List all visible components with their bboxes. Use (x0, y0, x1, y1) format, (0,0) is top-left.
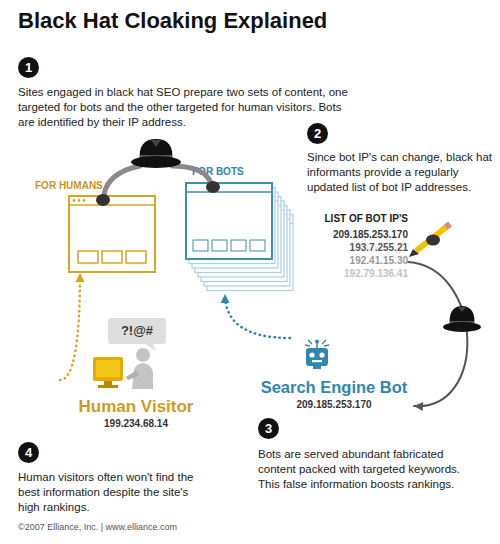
callout-number: 1 (18, 57, 39, 78)
signal-spark (308, 340, 312, 344)
person-head (136, 348, 150, 362)
content-block (102, 251, 122, 263)
content-block (212, 240, 227, 251)
monitor-screen (96, 360, 120, 377)
content-block (126, 251, 146, 263)
window-bar (69, 204, 155, 206)
pencil (416, 224, 450, 251)
bot-page-stack: FOR BOTS (185, 182, 297, 294)
pencil (426, 235, 440, 246)
speech-bubble: ?!@# (108, 318, 166, 344)
connector-line (225, 294, 290, 338)
black-hat (443, 322, 481, 332)
browser-window (186, 183, 272, 259)
black-hat (450, 321, 474, 324)
content-block (78, 251, 98, 263)
node-heading: ?!@# (108, 318, 166, 344)
window-button (73, 199, 76, 202)
window-frame (186, 183, 272, 259)
connector-line (60, 273, 80, 380)
callout-number: 3 (258, 418, 279, 439)
signal-spark (305, 345, 310, 346)
node-heading: Human Visitor (60, 397, 212, 417)
black-hat (450, 306, 475, 326)
human-visitor: Human Visitor199.234.68.14 (60, 345, 212, 433)
node-heading: FOR HUMANS (35, 180, 103, 191)
black-hat (131, 156, 181, 168)
robot-neck (313, 366, 321, 369)
flow-arrow (221, 294, 291, 338)
node-heading: LIST OF BOT IP'S (312, 212, 408, 225)
step-description: Bots are served abundant fabricated cont… (258, 447, 470, 492)
black-hat (140, 139, 173, 161)
gloved-arm (104, 166, 140, 195)
node-text: 192.41.15.30 (312, 254, 408, 267)
connector-line (408, 262, 467, 406)
node-text: 209.185.253.170 (254, 399, 414, 410)
pencil (409, 224, 450, 257)
page-caption: ©2007 Elliance, Inc. | www.elliance.com (18, 522, 177, 532)
monitor-stand (98, 385, 118, 388)
step-description: Since bot IP's can change, black hat inf… (307, 150, 495, 195)
browser-window (69, 196, 155, 272)
robot-eye (319, 352, 324, 357)
robot-antenna (315, 340, 319, 344)
monitor-stand (104, 381, 112, 385)
callout-number: 4 (18, 442, 39, 463)
robot-mouth (312, 360, 322, 362)
arrow-head (414, 402, 423, 411)
human-page-window: FOR HUMANS (68, 195, 156, 273)
flow-arrow (60, 273, 85, 380)
window-bar (186, 191, 272, 193)
step-description: Sites engaged in black hat SEO prepare t… (18, 85, 348, 130)
callout-number: 2 (307, 123, 328, 144)
signal-spark (322, 340, 326, 344)
search-bot: Search Engine Bot 209.185.253.170 (254, 338, 414, 412)
flow-arrow (408, 262, 467, 411)
black-hat (443, 306, 481, 332)
pencil (446, 224, 450, 227)
node-text: 192.79.136.41 (312, 267, 408, 280)
content-block (193, 240, 208, 251)
node-text: 199.234.68.14 (60, 418, 212, 429)
node-text: 193.7.255.21 (312, 241, 408, 254)
robot-head (306, 348, 328, 366)
content-block (250, 240, 265, 251)
robot-icon (305, 340, 329, 370)
bot-page-stack-shape (185, 182, 297, 294)
person-arm (126, 370, 139, 380)
robot-eye (309, 352, 314, 357)
content-block (231, 240, 246, 251)
window-button (83, 199, 86, 202)
black-hat (140, 155, 172, 159)
black-hat (458, 307, 466, 312)
black-hat (151, 140, 161, 147)
ip-list: LIST OF BOT IP'S 209.185.253.170193.7.255… (312, 212, 408, 280)
human-page-window-shape (68, 195, 156, 273)
signal-spark (324, 345, 329, 346)
bubble-body (108, 318, 166, 344)
step-description: Human visitors often won't find the best… (18, 470, 196, 515)
black-hat (131, 139, 181, 168)
node-heading: FOR BOTS (192, 166, 244, 177)
pencil (409, 249, 419, 257)
arrow-head (221, 294, 230, 303)
arrow-head (76, 273, 85, 282)
window-button (78, 199, 81, 202)
page-title: Black Hat Cloaking Explained (18, 8, 327, 34)
monitor (93, 357, 123, 381)
node-heading: Search Engine Bot (254, 378, 414, 397)
node-text: 209.185.253.170 (312, 228, 408, 241)
